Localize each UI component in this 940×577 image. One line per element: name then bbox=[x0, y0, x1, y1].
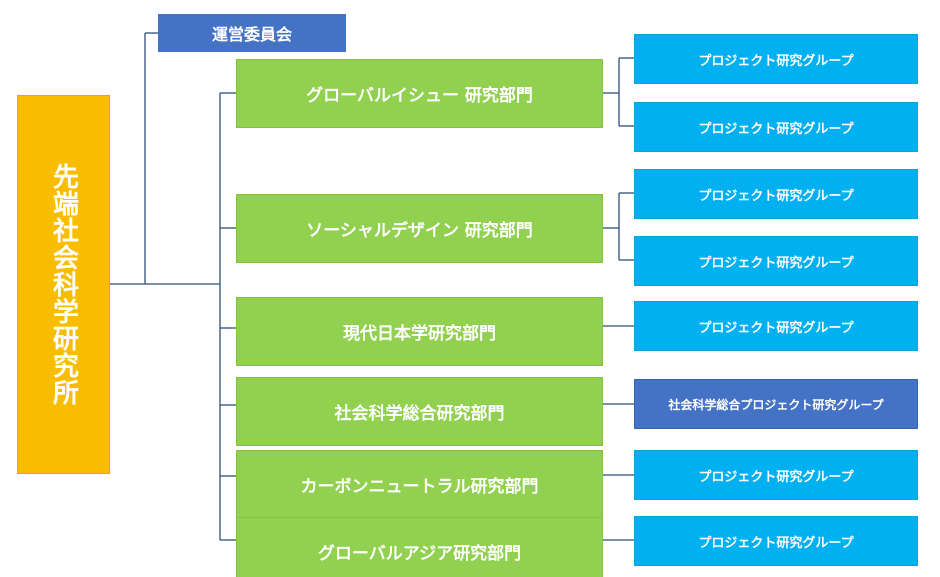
department-contemporary-japan: 現代日本学研究部門 bbox=[236, 297, 603, 366]
project-group-box: プロジェクト研究グループ bbox=[634, 102, 918, 152]
department-social-design: ソーシャルデザイン 研究部門 bbox=[236, 194, 603, 263]
institute-box: 先端社会科学研究所 bbox=[17, 95, 110, 474]
department-global-asia: グローバルアジア研究部門 bbox=[236, 517, 603, 577]
department-social-science-integrated: 社会科学総合研究部門 bbox=[236, 377, 603, 446]
project-group-box: プロジェクト研究グループ bbox=[634, 516, 918, 566]
department-global-issues: グローバルイシュー 研究部門 bbox=[236, 59, 603, 128]
project-group-box: プロジェクト研究グループ bbox=[634, 236, 918, 286]
project-group-box: プロジェクト研究グループ bbox=[634, 34, 918, 84]
committee-box: 運営委員会 bbox=[158, 14, 346, 52]
project-group-box: プロジェクト研究グループ bbox=[634, 169, 918, 219]
project-group-box: プロジェクト研究グループ bbox=[634, 301, 918, 351]
integrated-project-group-box: 社会科学総合プロジェクト研究グループ bbox=[634, 379, 918, 429]
department-carbon-neutral: カーボンニュートラル研究部門 bbox=[236, 450, 603, 519]
project-group-box: プロジェクト研究グループ bbox=[634, 450, 918, 500]
